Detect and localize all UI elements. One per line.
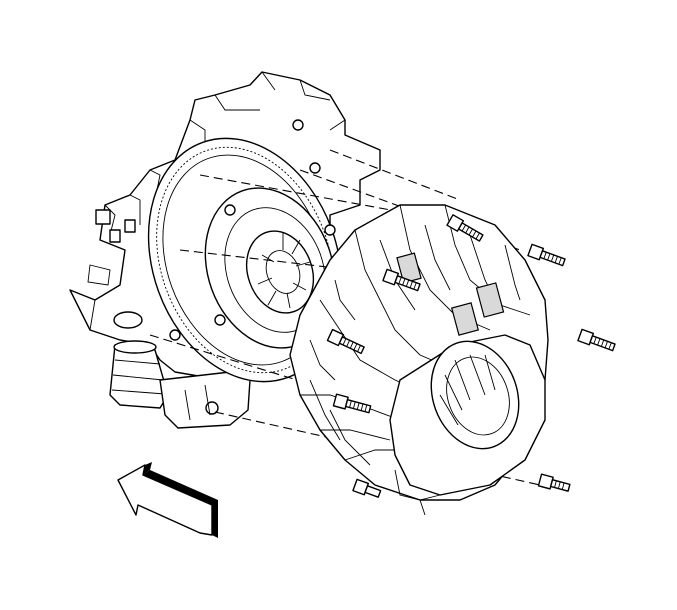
oil-filter — [109, 311, 169, 409]
mounting-bolts — [326, 214, 616, 498]
bolt-4 — [577, 328, 616, 352]
front-direction-arrow-icon — [117, 462, 218, 538]
transmission-bellhousing — [289, 204, 549, 516]
bolt-1 — [446, 214, 484, 242]
clutch-pressure-plate — [204, 187, 336, 349]
bolt-7 — [537, 473, 571, 492]
bolt-6 — [332, 393, 372, 414]
bolt-3 — [382, 268, 421, 292]
engine-lower-bracket — [159, 371, 251, 429]
bolt-5 — [326, 328, 365, 355]
bolt-8 — [352, 478, 382, 498]
bolt-2 — [527, 243, 566, 267]
